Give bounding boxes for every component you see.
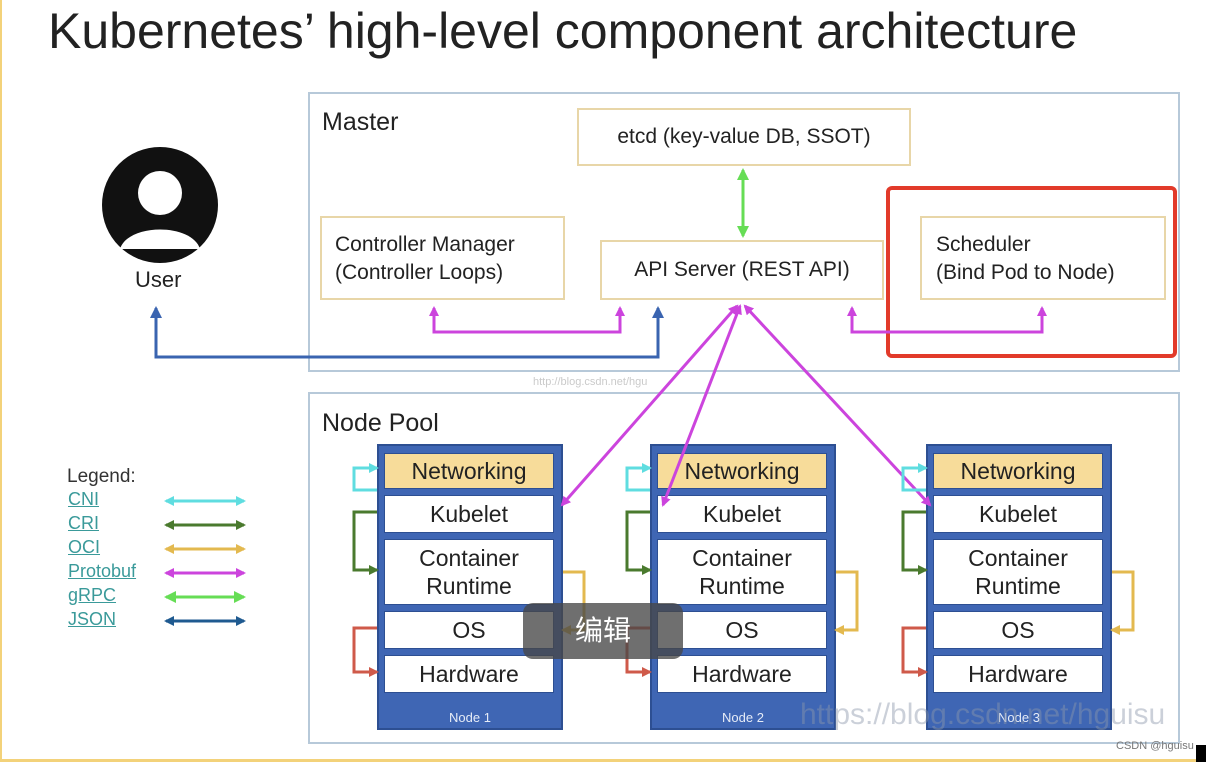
scheduler-box: Scheduler (Bind Pod to Node) bbox=[920, 216, 1166, 300]
scheduler-api-arrow bbox=[847, 306, 1047, 334]
networking-label: Networking bbox=[960, 458, 1076, 484]
kubelet-layer: Kubelet bbox=[384, 495, 554, 533]
faint-watermark: http://blog.csdn.net/hgu bbox=[533, 376, 648, 388]
scheduler-line-2: (Bind Pod to Node) bbox=[936, 261, 1115, 284]
hardware-layer: Hardware bbox=[657, 655, 827, 693]
api-server-label: API Server (REST API) bbox=[634, 258, 850, 281]
container-runtime-line-1: Container bbox=[419, 545, 519, 571]
node-pool-label: Node Pool bbox=[322, 409, 439, 437]
os-label: OS bbox=[725, 617, 759, 643]
etcd-box: etcd (key-value DB, SSOT) bbox=[577, 108, 911, 166]
legend-item-protobuf[interactable]: Protobuf bbox=[68, 561, 137, 581]
legend-item-grpc[interactable]: gRPC bbox=[68, 585, 117, 605]
controller-manager-box: Controller Manager (Controller Loops) bbox=[320, 216, 565, 300]
legend-item-json[interactable]: JSON bbox=[68, 609, 117, 629]
kubelet-label: Kubelet bbox=[429, 501, 508, 527]
master-label: Master bbox=[322, 108, 399, 136]
node-label: Node 2 bbox=[722, 710, 764, 725]
container-runtime-line-2: Runtime bbox=[426, 573, 512, 599]
scheduler-line-1: Scheduler bbox=[936, 233, 1031, 256]
networking-label: Networking bbox=[411, 458, 527, 484]
os-label: OS bbox=[452, 617, 486, 643]
container-runtime-line-1: Container bbox=[692, 545, 792, 571]
hardware-layer: Hardware bbox=[933, 655, 1103, 693]
node3-side-arrows bbox=[901, 463, 1135, 677]
page-title: Kubernetes’ high-level component archite… bbox=[48, 3, 1078, 59]
user-label: User bbox=[135, 267, 182, 292]
etcd-label: etcd (key-value DB, SSOT) bbox=[617, 125, 871, 148]
api-kubelet2-arrow bbox=[661, 304, 742, 507]
hardware-label: Hardware bbox=[692, 661, 792, 687]
container-runtime-layer: Container Runtime bbox=[933, 539, 1103, 605]
url-watermark: https://blog.csdn.net/hguisu bbox=[800, 698, 1166, 731]
node-1: Networking Kubelet Container Runtime OS … bbox=[377, 444, 563, 730]
user-silhouette-icon bbox=[102, 147, 218, 263]
container-runtime-line-2: Runtime bbox=[699, 573, 785, 599]
edit-button[interactable]: 编辑 bbox=[523, 603, 683, 659]
node-3: Networking Kubelet Container Runtime OS … bbox=[926, 444, 1112, 730]
node-label: Node 3 bbox=[998, 710, 1040, 725]
container-runtime-line-2: Runtime bbox=[975, 573, 1061, 599]
legend-title: Legend: bbox=[67, 466, 136, 487]
controller-manager-line-1: Controller Manager bbox=[335, 233, 515, 256]
legend-item-cri[interactable]: CRI bbox=[68, 513, 99, 533]
container-runtime-layer: Container Runtime bbox=[657, 539, 827, 605]
scheduler-highlight bbox=[886, 186, 1177, 358]
os-layer: OS bbox=[933, 611, 1103, 649]
container-runtime-layer: Container Runtime bbox=[384, 539, 554, 605]
controller-manager-line-2: (Controller Loops) bbox=[335, 261, 504, 284]
node-label: Node 1 bbox=[449, 710, 491, 725]
hardware-label: Hardware bbox=[419, 661, 519, 687]
controller-api-arrow bbox=[429, 306, 625, 334]
container-runtime-line-1: Container bbox=[968, 545, 1068, 571]
networking-layer: Networking bbox=[384, 453, 554, 489]
networking-layer: Networking bbox=[933, 453, 1103, 489]
kubelet-layer: Kubelet bbox=[933, 495, 1103, 533]
os-label: OS bbox=[1001, 617, 1035, 643]
api-kubelet3-arrow bbox=[743, 304, 932, 507]
legend-item-cni[interactable]: CNI bbox=[68, 489, 99, 509]
api-server-box: API Server (REST API) bbox=[600, 240, 884, 300]
os-layer: OS bbox=[657, 611, 827, 649]
legend-item-oci[interactable]: OCI bbox=[68, 537, 101, 557]
legend-arrows bbox=[164, 496, 246, 626]
hardware-layer: Hardware bbox=[384, 655, 554, 693]
hardware-label: Hardware bbox=[968, 661, 1068, 687]
kubelet-label: Kubelet bbox=[978, 501, 1057, 527]
api-kubelet1-arrow bbox=[560, 304, 739, 507]
corner-mark bbox=[1196, 745, 1206, 762]
csdn-watermark: CSDN @hguisu bbox=[1116, 740, 1194, 752]
